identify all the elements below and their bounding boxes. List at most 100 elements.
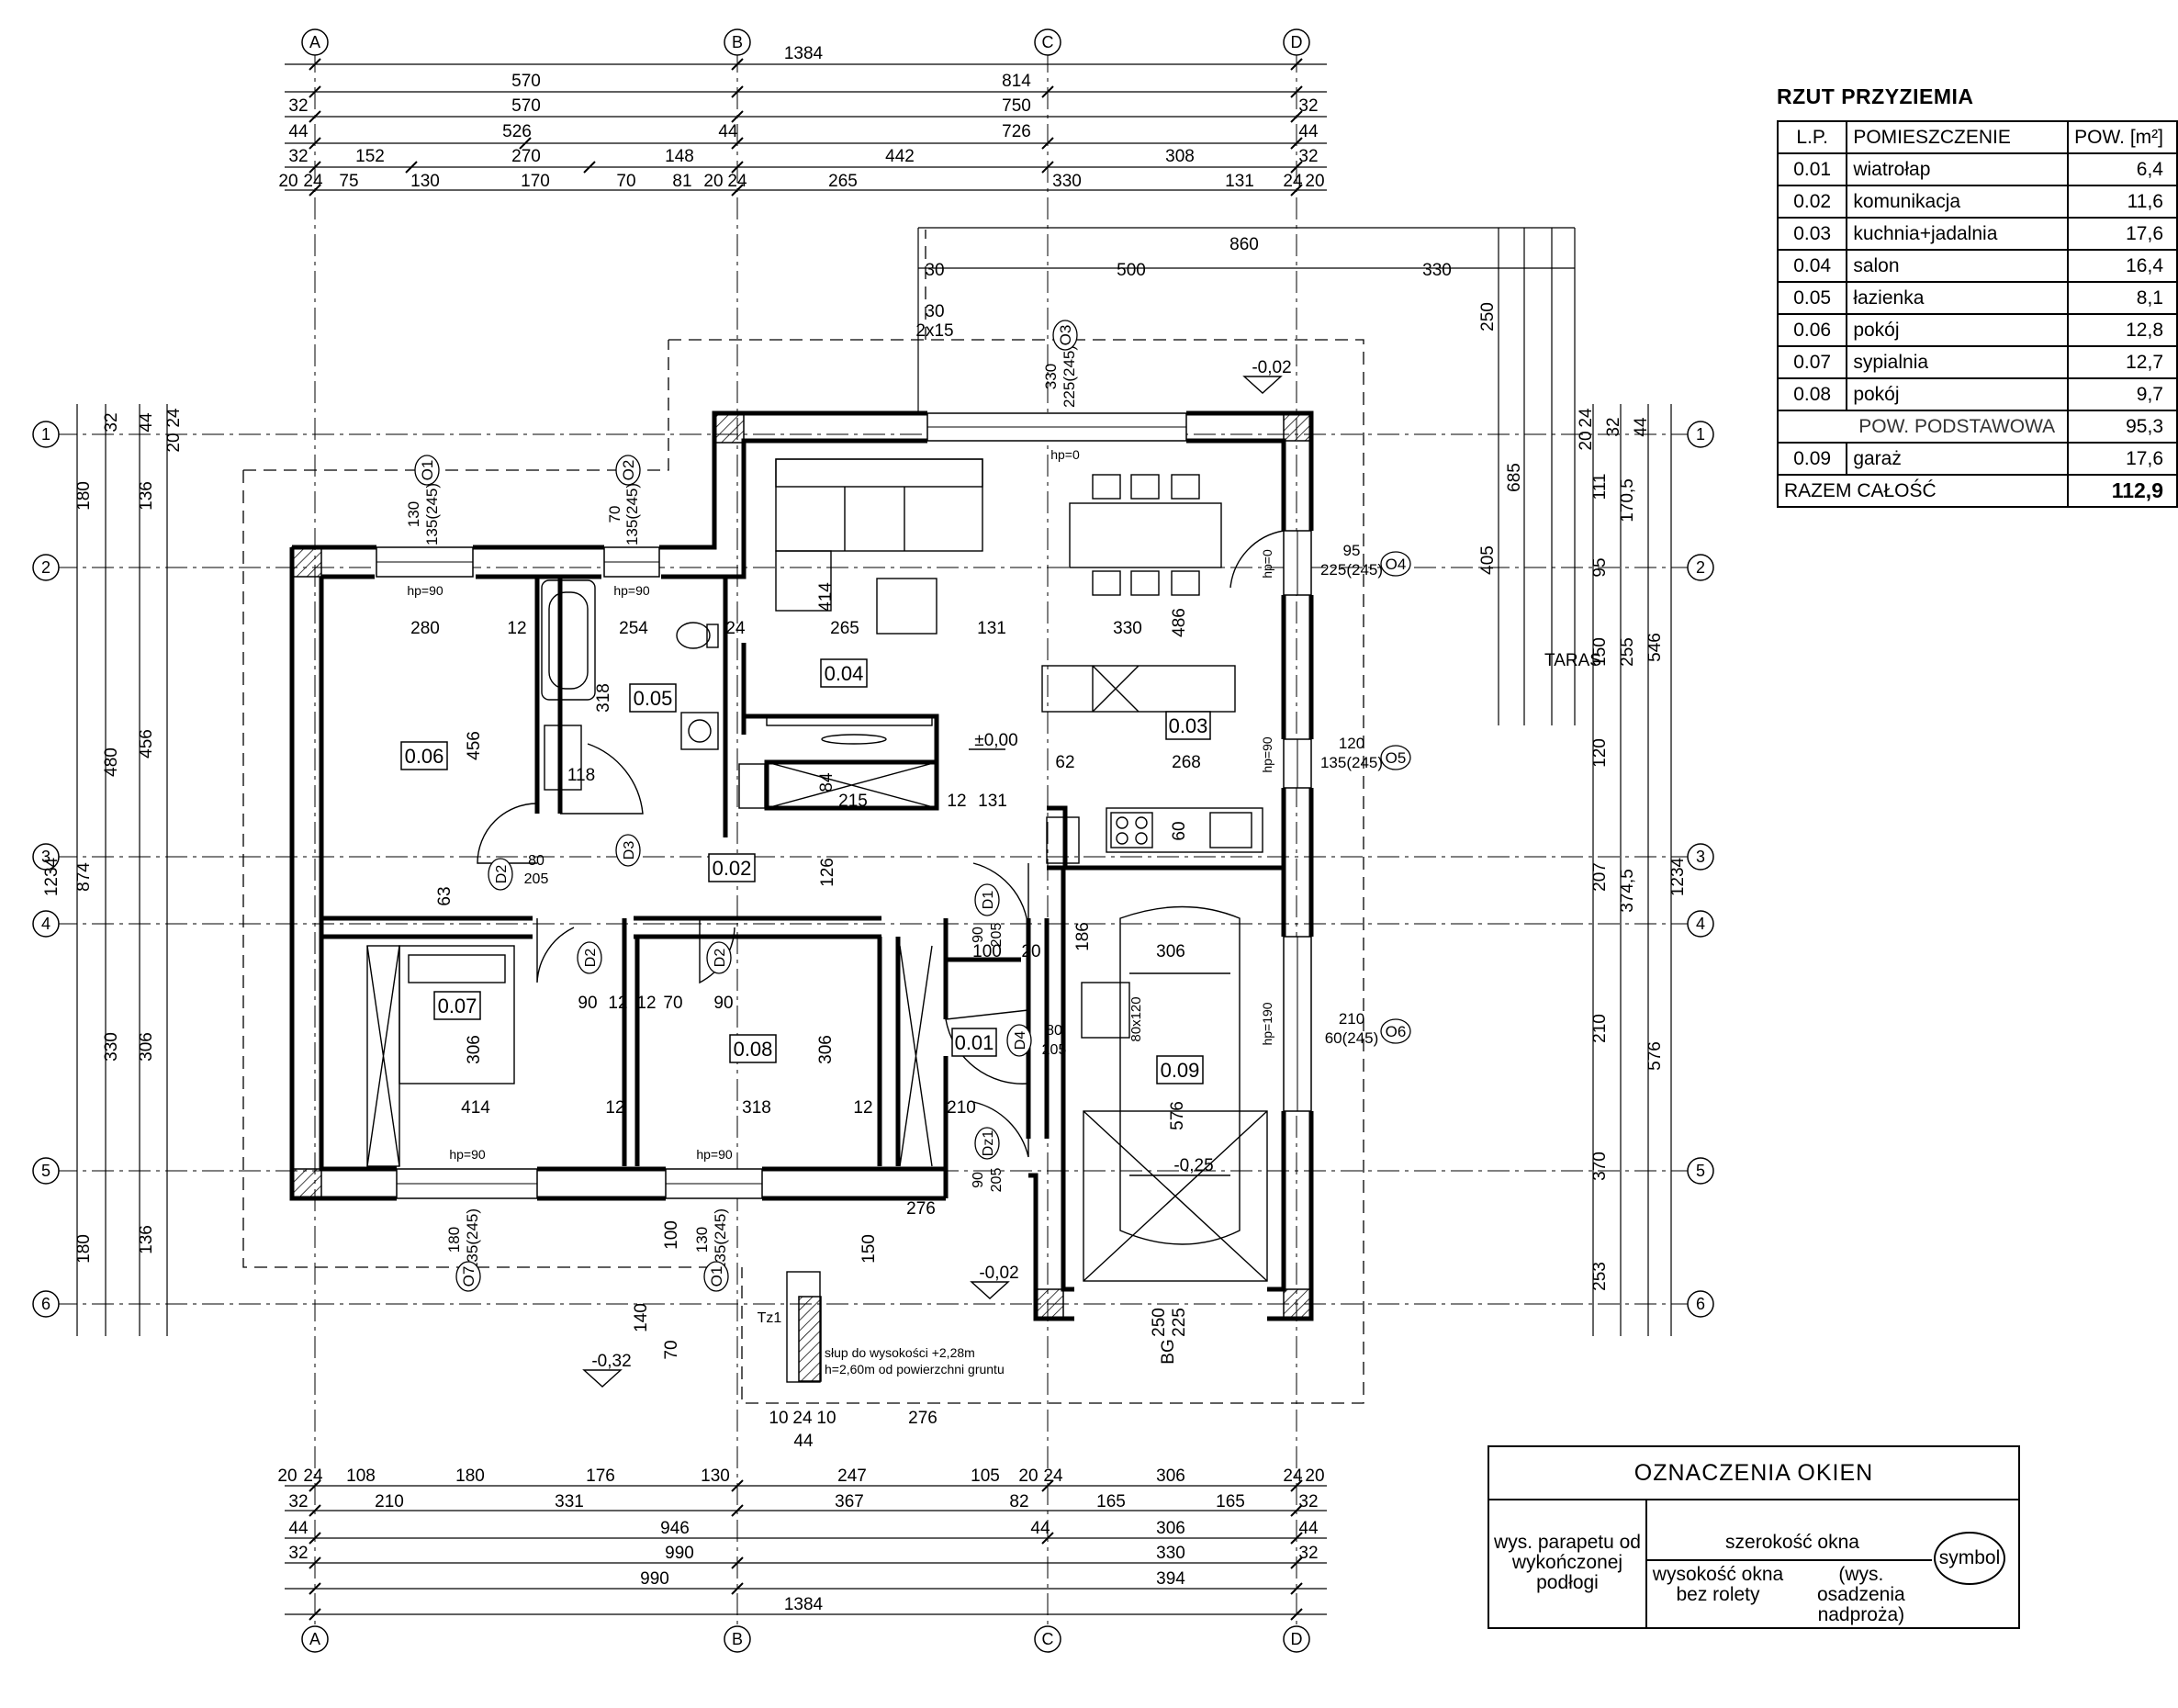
grid-label-c-bottom: C [1042, 1630, 1054, 1648]
row-room: sypialnia [1846, 345, 2070, 379]
hp-o7: hp=90 [449, 1147, 486, 1162]
dim-in-456: 456 [465, 731, 484, 760]
dim-top-5g: 32 [1298, 147, 1318, 166]
coffee-table [876, 578, 937, 635]
hp-o1: hp=90 [407, 583, 443, 598]
dim-bot-2e: 82 [1009, 1492, 1028, 1511]
grid-bubble-d-top [1283, 28, 1310, 56]
dim-top-6a: 20 [278, 172, 298, 191]
terrace-label: TARAS [1544, 651, 1601, 670]
dim-in-12a: 12 [507, 619, 526, 638]
dim-in-90a: 90 [578, 994, 597, 1013]
door-dz1-width: 90 [971, 1172, 986, 1188]
grid-bubbles [32, 28, 1714, 1653]
dim-left-24: 24 [164, 408, 184, 428]
grid-label-a-bottom: A [309, 1630, 320, 1648]
kitchen-counter [1106, 807, 1263, 853]
dim-in-131b: 131 [978, 792, 1007, 811]
dim-bot-1g: 247 [837, 1466, 867, 1486]
row-room: komunikacja [1846, 185, 2070, 219]
dim-in-118: 118 [567, 766, 595, 785]
level-garage: -0,25 [1173, 1156, 1213, 1175]
dim-in-306a: 306 [1156, 942, 1185, 961]
dim-top-4c: 44 [718, 122, 738, 141]
grid-bubble-4-right [1687, 910, 1714, 938]
row-room: pokój [1846, 313, 2070, 347]
dim-top-3a: 32 [288, 96, 308, 116]
dim-right-170: 170,5 [1618, 478, 1637, 523]
grid-label-b-bottom: B [732, 1630, 743, 1648]
dim-top-3c: 750 [1002, 96, 1031, 116]
dim-left-180a: 180 [74, 481, 94, 511]
column-tz1 [786, 1271, 821, 1383]
header-lp: L.P. [1776, 120, 1848, 154]
grid-bubble-1-left [32, 421, 60, 448]
bath-sink [544, 725, 582, 791]
win-o1b-height: 135(245) [712, 1208, 729, 1271]
dim-top-total: 1384 [784, 44, 824, 63]
dim-left-456: 456 [137, 729, 156, 758]
hp-o1b: hp=90 [696, 1147, 733, 1162]
dim-in-12b: 12 [947, 792, 966, 811]
dim-in-60: 60 [1170, 821, 1189, 840]
dim-top-3d: 32 [1298, 96, 1318, 116]
grid-bubble-b-top [724, 28, 751, 56]
grid-bubble-6-right [1687, 1290, 1714, 1318]
dim-left-136a: 136 [137, 481, 156, 511]
dim-terrace-330: 330 [1422, 261, 1452, 280]
win-o2-width: 70 [606, 506, 623, 523]
dim-right-150: 150 [1590, 637, 1610, 667]
dim-in-62: 62 [1055, 753, 1074, 772]
dim-top-6j: 265 [828, 172, 858, 191]
dim-right-253: 253 [1590, 1262, 1610, 1291]
dim-right-370: 370 [1590, 1152, 1610, 1181]
dim-right-24: 24 [1577, 408, 1596, 428]
row-room: łazienka [1846, 281, 2070, 315]
grid-label-4-right: 4 [1696, 915, 1705, 933]
garage-room: garaż [1846, 442, 2070, 476]
dim-bot-1a: 20 [277, 1466, 297, 1486]
dim-in-254: 254 [619, 619, 648, 638]
grid-bubble-3-right [1687, 843, 1714, 871]
dim-bot-1c: 108 [346, 1466, 376, 1486]
dim-bot-4c: 330 [1156, 1544, 1185, 1563]
room-tag-005: 0.05 [634, 687, 673, 710]
dim-right-120: 120 [1590, 738, 1610, 768]
dim-in-276b: 276 [908, 1409, 937, 1428]
dim-in-486: 486 [1170, 608, 1189, 637]
win-o4-width: 95 [1343, 542, 1361, 559]
column-id: Tz1 [758, 1310, 782, 1326]
dim-right-210: 210 [1590, 1014, 1610, 1043]
door-d4-height: 205 [1042, 1042, 1067, 1058]
dim-top-5c: 270 [511, 147, 541, 166]
table-row: 0.07 sypialnia 12,7 [1776, 345, 2178, 379]
row-lp: 0.08 [1776, 377, 1848, 411]
parking-size: 80x120 [1128, 996, 1144, 1041]
row-lp: 0.03 [1776, 217, 1848, 251]
car [1119, 905, 1241, 1245]
table-title: RZUT PRZYZIEMIA [1777, 84, 1974, 108]
table-row: 0.02 komunikacja 11,6 [1776, 185, 2178, 219]
furniture [366, 458, 1268, 1383]
level-ground: -0,32 [591, 1352, 631, 1371]
grid-bubble-c-top [1034, 28, 1061, 56]
garage-row: 0.09 garaż 17,6 [1776, 442, 2178, 476]
legend-width-label: szerokość okna [1725, 1532, 1859, 1553]
grid-label-1-right: 1 [1696, 425, 1705, 444]
washing-machine [680, 712, 719, 750]
dim-bot-1m: 20 [1305, 1466, 1324, 1486]
grid-bubble-4-left [32, 910, 60, 938]
hp-o5: hp=90 [1260, 736, 1274, 773]
door-id-d2-a: D2 [494, 865, 510, 884]
bathtub [541, 579, 596, 701]
garage-area: 17,6 [2067, 442, 2178, 476]
table-row: 0.06 pokój 12,8 [1776, 313, 2178, 347]
dim-bot-2h: 32 [1298, 1492, 1318, 1511]
subtotal-empty [1776, 410, 1847, 444]
tv-stand [766, 715, 933, 726]
dim-left-480: 480 [102, 747, 121, 777]
dim-left-874: 874 [74, 862, 94, 892]
door-d2-room06 [477, 803, 538, 864]
grid-label-a-top: A [309, 33, 320, 51]
garage-lp: 0.09 [1776, 442, 1848, 476]
